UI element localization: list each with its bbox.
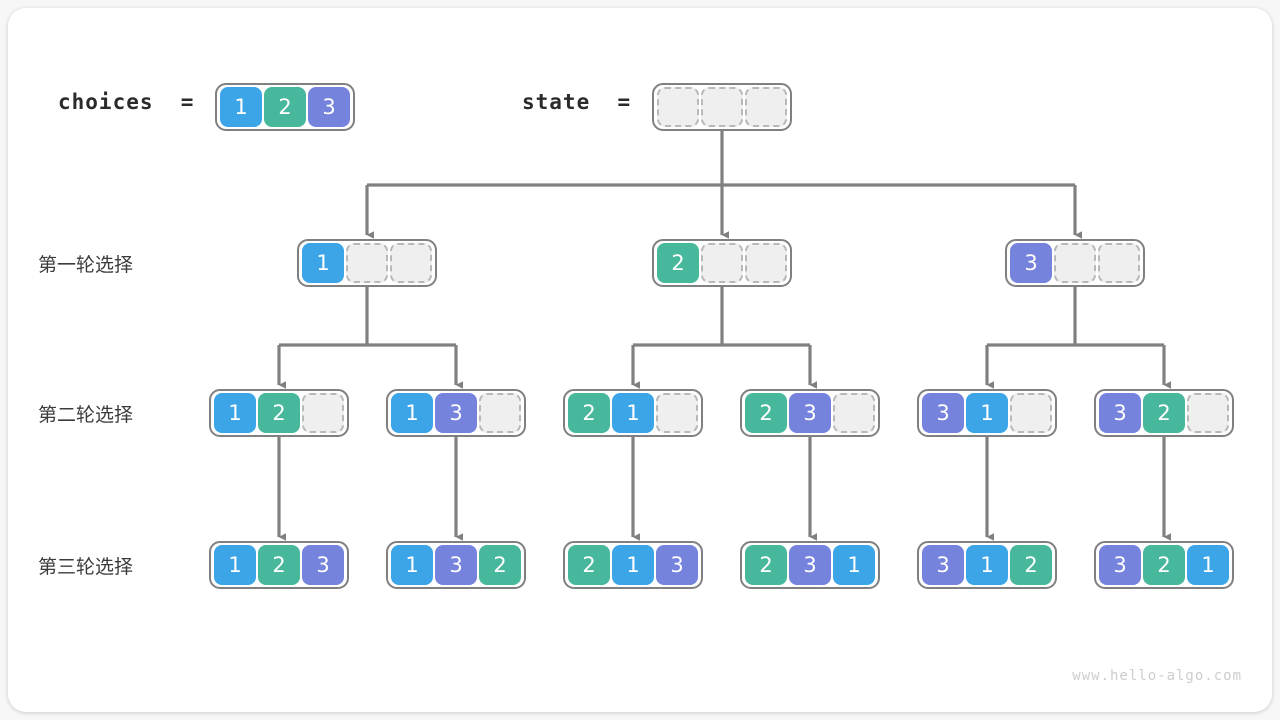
array-cell-empty bbox=[701, 243, 743, 283]
array-cell-filled: 3 bbox=[1099, 545, 1141, 585]
array-cell-filled: 1 bbox=[391, 393, 433, 433]
array-cell-filled: 3 bbox=[435, 545, 477, 585]
diagram-card bbox=[8, 8, 1272, 712]
array-cell-filled: 2 bbox=[745, 545, 787, 585]
array-cell-filled: 3 bbox=[308, 87, 350, 127]
array-cell-filled: 2 bbox=[745, 393, 787, 433]
array-cell-filled: 3 bbox=[656, 545, 698, 585]
array-cell-filled: 2 bbox=[1143, 393, 1185, 433]
array-cell-filled: 2 bbox=[1010, 545, 1052, 585]
row-label-round-1: 第一轮选择 bbox=[38, 254, 134, 276]
array-cell-empty bbox=[745, 243, 787, 283]
array-cell-filled: 1 bbox=[391, 545, 433, 585]
row-label-round-2: 第二轮选择 bbox=[38, 404, 134, 426]
array-cell-empty bbox=[1187, 393, 1229, 433]
array-cell-filled: 3 bbox=[302, 545, 344, 585]
array-cell-empty bbox=[656, 393, 698, 433]
array-cell-filled: 1 bbox=[966, 545, 1008, 585]
array-cell-empty bbox=[1010, 393, 1052, 433]
array-cell-filled: 1 bbox=[612, 545, 654, 585]
array-cell-filled: 2 bbox=[657, 243, 699, 283]
array-cell-empty bbox=[390, 243, 432, 283]
array-cell-filled: 1 bbox=[214, 545, 256, 585]
array-cell-filled: 3 bbox=[435, 393, 477, 433]
array-cell-empty bbox=[1054, 243, 1096, 283]
state-array-round-1: 1 bbox=[297, 239, 437, 287]
array-cell-filled: 2 bbox=[258, 545, 300, 585]
array-cell-empty bbox=[745, 87, 787, 127]
watermark: www.hello-algo.com bbox=[1072, 668, 1242, 684]
array-cell-filled: 1 bbox=[214, 393, 256, 433]
array-cell-filled: 1 bbox=[966, 393, 1008, 433]
array-cell-filled: 3 bbox=[1010, 243, 1052, 283]
array-cell-filled: 2 bbox=[258, 393, 300, 433]
array-cell-filled: 3 bbox=[789, 545, 831, 585]
array-cell-filled: 3 bbox=[922, 545, 964, 585]
state-array-round-1: 3 bbox=[1005, 239, 1145, 287]
array-cell-empty bbox=[346, 243, 388, 283]
choices-label: choices = bbox=[58, 90, 195, 114]
array-cell-filled: 1 bbox=[1187, 545, 1229, 585]
array-cell-empty bbox=[1098, 243, 1140, 283]
row-label-round-3: 第三轮选择 bbox=[38, 556, 134, 578]
array-cell-filled: 1 bbox=[612, 393, 654, 433]
array-cell-filled: 2 bbox=[568, 393, 610, 433]
state-array bbox=[652, 83, 792, 131]
array-cell-filled: 2 bbox=[479, 545, 521, 585]
array-cell-empty bbox=[657, 87, 699, 127]
array-cell-empty bbox=[479, 393, 521, 433]
array-cell-empty bbox=[701, 87, 743, 127]
array-cell-filled: 1 bbox=[302, 243, 344, 283]
array-cell-filled: 3 bbox=[789, 393, 831, 433]
array-cell-empty bbox=[302, 393, 344, 433]
array-cell-filled: 1 bbox=[833, 545, 875, 585]
array-cell-filled: 1 bbox=[220, 87, 262, 127]
array-cell-filled: 2 bbox=[568, 545, 610, 585]
array-cell-empty bbox=[833, 393, 875, 433]
array-cell-filled: 3 bbox=[922, 393, 964, 433]
state-array-round-1: 2 bbox=[652, 239, 792, 287]
array-cell-filled: 3 bbox=[1099, 393, 1141, 433]
array-cell-filled: 2 bbox=[264, 87, 306, 127]
array-cell-filled: 2 bbox=[1143, 545, 1185, 585]
state-label: state = bbox=[522, 90, 632, 114]
